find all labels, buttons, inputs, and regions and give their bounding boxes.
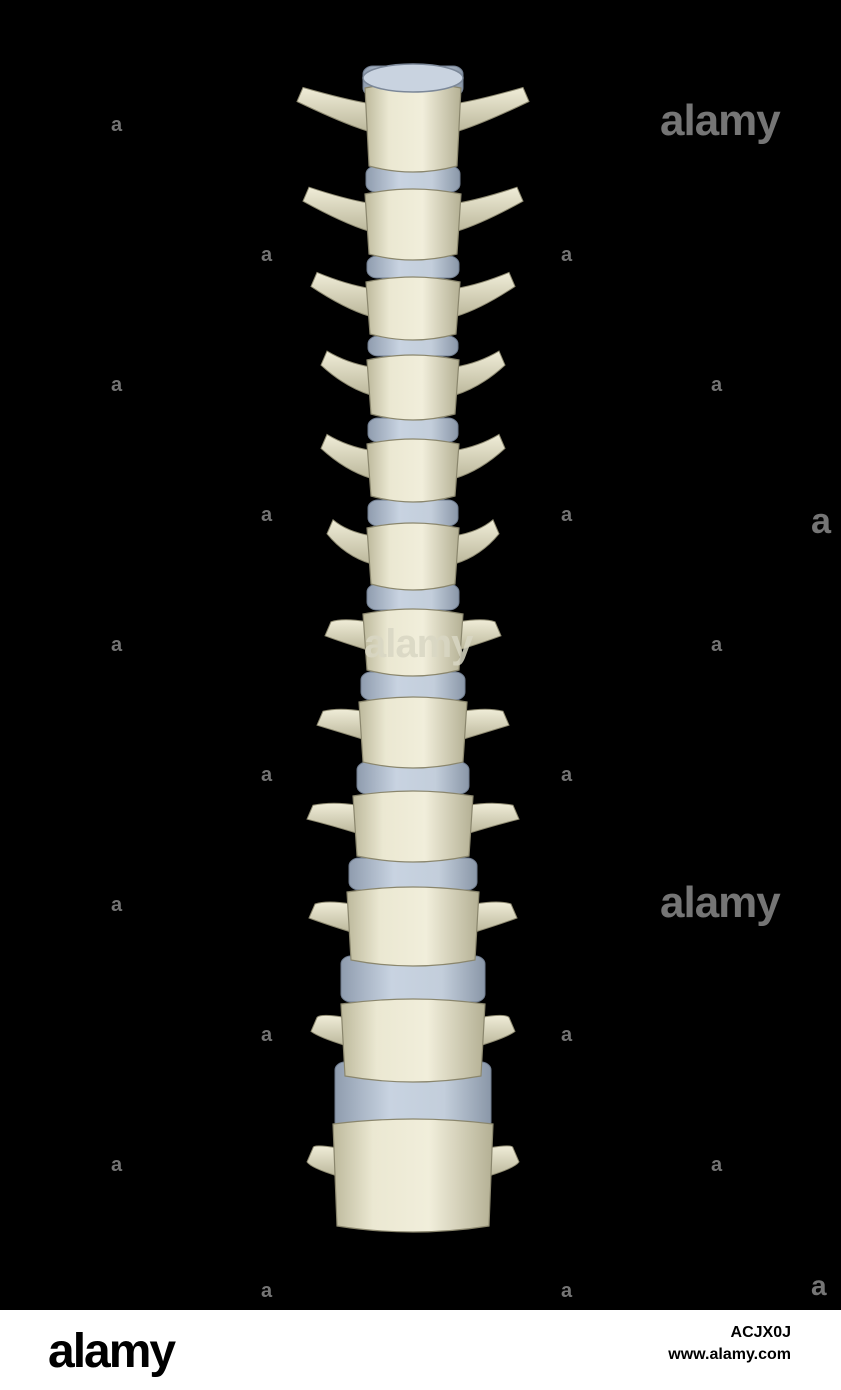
intervertebral-disc bbox=[367, 499, 459, 527]
vertebral-body bbox=[340, 998, 486, 1083]
transverse-process bbox=[308, 901, 352, 933]
watermark-mark: a bbox=[261, 764, 272, 786]
watermark-mark: a bbox=[261, 504, 272, 526]
transverse-process bbox=[306, 802, 358, 834]
watermark-mark: a bbox=[561, 244, 572, 266]
transverse-process bbox=[454, 350, 506, 396]
vertebral-body bbox=[366, 354, 460, 421]
footer-logo: alamy bbox=[48, 1325, 176, 1378]
watermark-mark: a bbox=[261, 244, 272, 266]
vertebral-column bbox=[296, 63, 530, 1233]
transverse-process bbox=[320, 350, 372, 396]
watermark-mark: a bbox=[561, 504, 572, 526]
watermark-logo: alamy bbox=[364, 622, 473, 666]
vertebral-body bbox=[366, 438, 460, 503]
vertebral-body bbox=[364, 188, 462, 261]
watermark-mark: a bbox=[811, 500, 831, 541]
vertebral-body bbox=[364, 82, 462, 173]
transverse-process bbox=[455, 271, 516, 318]
watermark-mark: a bbox=[111, 1154, 122, 1176]
vertebral-body bbox=[332, 1118, 494, 1233]
site-url: www.alamy.com bbox=[668, 1346, 791, 1363]
transverse-process bbox=[456, 86, 530, 133]
watermark-mark: a bbox=[711, 634, 722, 656]
watermark-mark: a bbox=[811, 1270, 827, 1301]
footer-bar: alamy ACJX0J www.alamy.com bbox=[0, 1310, 841, 1390]
watermark-mark: a bbox=[111, 634, 122, 656]
watermark-logo: alamy bbox=[660, 878, 781, 927]
watermark-mark: a bbox=[111, 374, 122, 396]
transverse-process bbox=[456, 186, 524, 232]
watermark-mark: a bbox=[561, 1280, 572, 1302]
image-canvas: alamy alamy alamy a a a a a a a a a a a … bbox=[111, 63, 832, 1302]
transverse-process bbox=[454, 518, 500, 565]
watermark-mark: a bbox=[261, 1024, 272, 1046]
intervertebral-disc bbox=[348, 857, 478, 891]
transverse-process bbox=[296, 86, 370, 133]
transverse-process bbox=[474, 901, 518, 933]
transverse-process bbox=[310, 1014, 346, 1047]
vertebral-body bbox=[358, 696, 468, 769]
transverse-process bbox=[458, 619, 502, 651]
vertebral-body bbox=[346, 886, 480, 967]
transverse-process bbox=[316, 708, 364, 740]
transverse-process bbox=[468, 802, 520, 834]
transverse-process bbox=[320, 433, 372, 480]
watermark-logo: alamy bbox=[660, 96, 781, 145]
transverse-process bbox=[324, 619, 368, 651]
vertebral-body bbox=[365, 276, 461, 341]
watermark-mark: a bbox=[561, 1024, 572, 1046]
transverse-process bbox=[310, 271, 371, 318]
vertebral-body bbox=[366, 522, 460, 591]
top-disc-surface bbox=[362, 63, 464, 93]
transverse-process bbox=[306, 1145, 338, 1177]
watermark-mark: a bbox=[711, 374, 722, 396]
watermark-mark: a bbox=[711, 1154, 722, 1176]
vertebral-body bbox=[352, 790, 474, 863]
watermark-mark: a bbox=[111, 894, 122, 916]
transverse-process bbox=[480, 1014, 516, 1047]
transverse-process bbox=[326, 518, 372, 565]
watermark-mark: a bbox=[561, 764, 572, 786]
transverse-process bbox=[302, 186, 370, 232]
spine-illustration bbox=[296, 63, 530, 1233]
transverse-process bbox=[462, 708, 510, 740]
image-id: ACJX0J bbox=[730, 1324, 791, 1341]
watermark-mark: a bbox=[261, 1280, 272, 1302]
vertebral-body bbox=[362, 608, 464, 677]
transverse-process bbox=[454, 433, 506, 480]
watermark-mark: a bbox=[111, 114, 122, 136]
transverse-process bbox=[488, 1145, 520, 1177]
